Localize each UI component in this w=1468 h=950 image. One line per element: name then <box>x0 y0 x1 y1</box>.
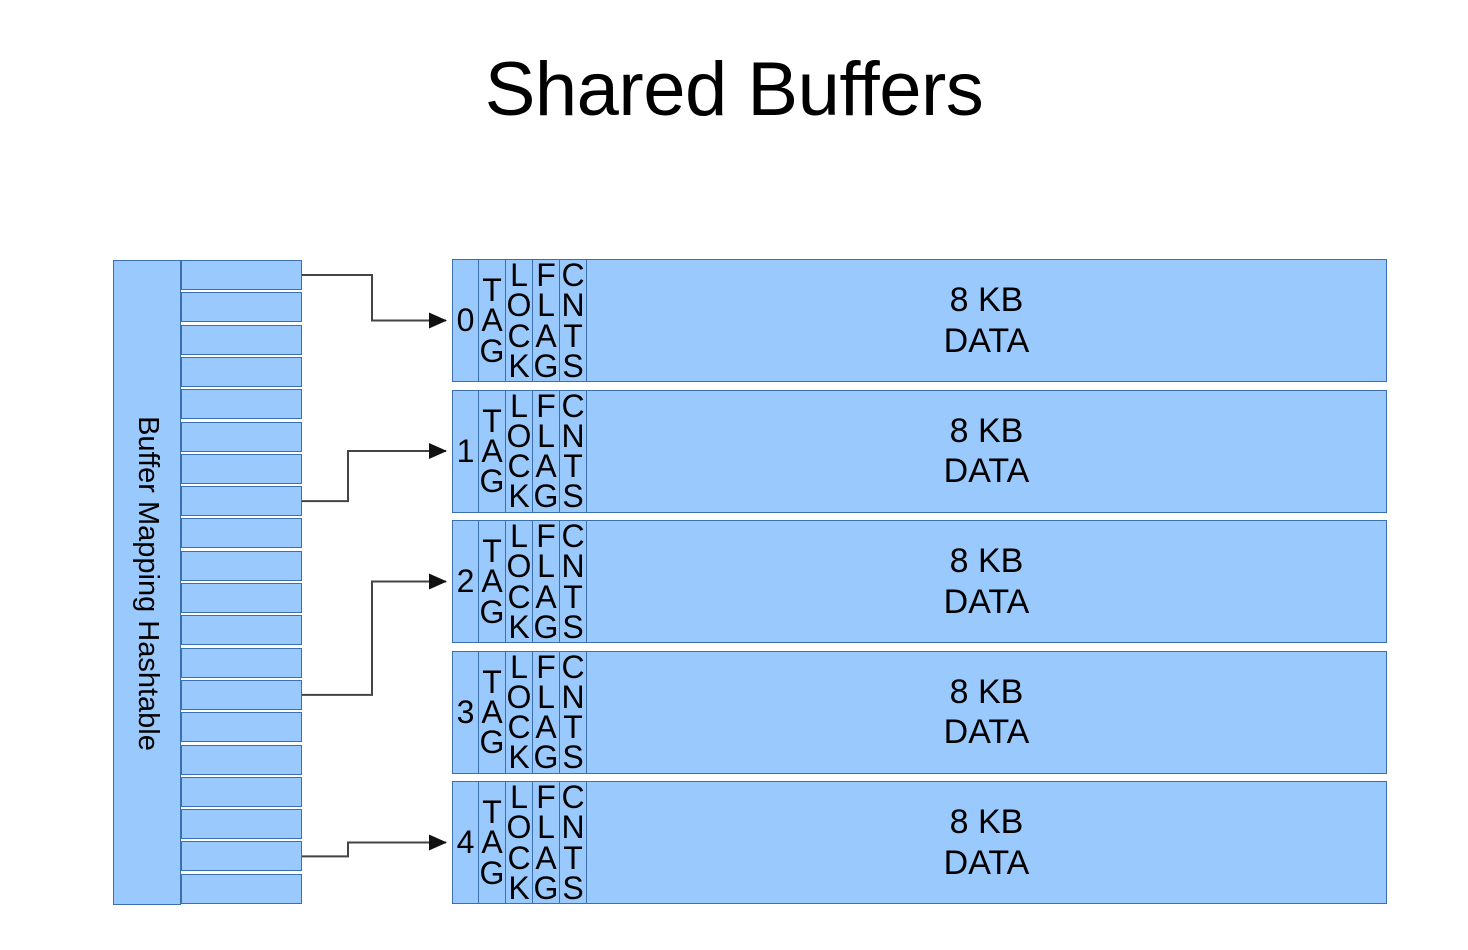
buffer-data-block: 8 KB DATA <box>587 260 1386 381</box>
hashtable-slot[interactable] <box>181 712 302 743</box>
hashtable-slot[interactable] <box>181 873 302 904</box>
hashtable-to-buffer-connector <box>302 274 447 329</box>
hashtable-slot[interactable] <box>181 841 302 872</box>
hashtable-slot[interactable] <box>181 486 302 517</box>
buffer-index: 4 <box>453 782 479 903</box>
hashtable-slot[interactable] <box>181 809 302 840</box>
buffer-index: 0 <box>453 260 479 381</box>
hashtable-slot[interactable] <box>181 744 302 775</box>
hashtable-slot[interactable] <box>181 292 302 323</box>
hashtable-slot-list <box>181 260 303 905</box>
hashtable-slot[interactable] <box>181 453 302 484</box>
buffer-index: 2 <box>453 521 479 642</box>
hashtable-label-column: Buffer Mapping Hashtable <box>113 260 181 905</box>
hashtable-slot[interactable] <box>181 356 302 387</box>
hashtable-slot[interactable] <box>181 389 302 420</box>
hashtable-slot[interactable] <box>181 260 302 290</box>
hashtable-slot[interactable] <box>181 776 302 807</box>
hashtable-label: Buffer Mapping Hashtable <box>132 416 165 751</box>
buffer-data-block: 8 KB DATA <box>587 390 1386 512</box>
buffer-data-block: 8 KB DATA <box>587 782 1386 903</box>
buffer-data-block: 8 KB DATA <box>587 651 1386 773</box>
buffer-data-block: 8 KB DATA <box>587 521 1386 642</box>
buffer-index: 3 <box>453 651 479 773</box>
page-title: Shared Buffers <box>484 47 984 132</box>
hashtable-slot[interactable] <box>181 421 302 452</box>
hashtable-slot[interactable] <box>181 615 302 646</box>
hashtable-slot[interactable] <box>181 518 302 549</box>
buffer-index: 1 <box>453 390 479 512</box>
hashtable-slot[interactable] <box>181 647 302 678</box>
hashtable-slot[interactable] <box>181 324 302 355</box>
hashtable-slot[interactable] <box>181 679 302 710</box>
buffer-mapping-hashtable: Buffer Mapping Hashtable <box>113 260 303 905</box>
hashtable-to-buffer-connector <box>302 443 447 503</box>
hashtable-to-buffer-connector <box>302 834 447 858</box>
hashtable-to-buffer-connector <box>302 573 447 696</box>
hashtable-slot[interactable] <box>181 550 302 581</box>
hashtable-slot[interactable] <box>181 583 302 613</box>
